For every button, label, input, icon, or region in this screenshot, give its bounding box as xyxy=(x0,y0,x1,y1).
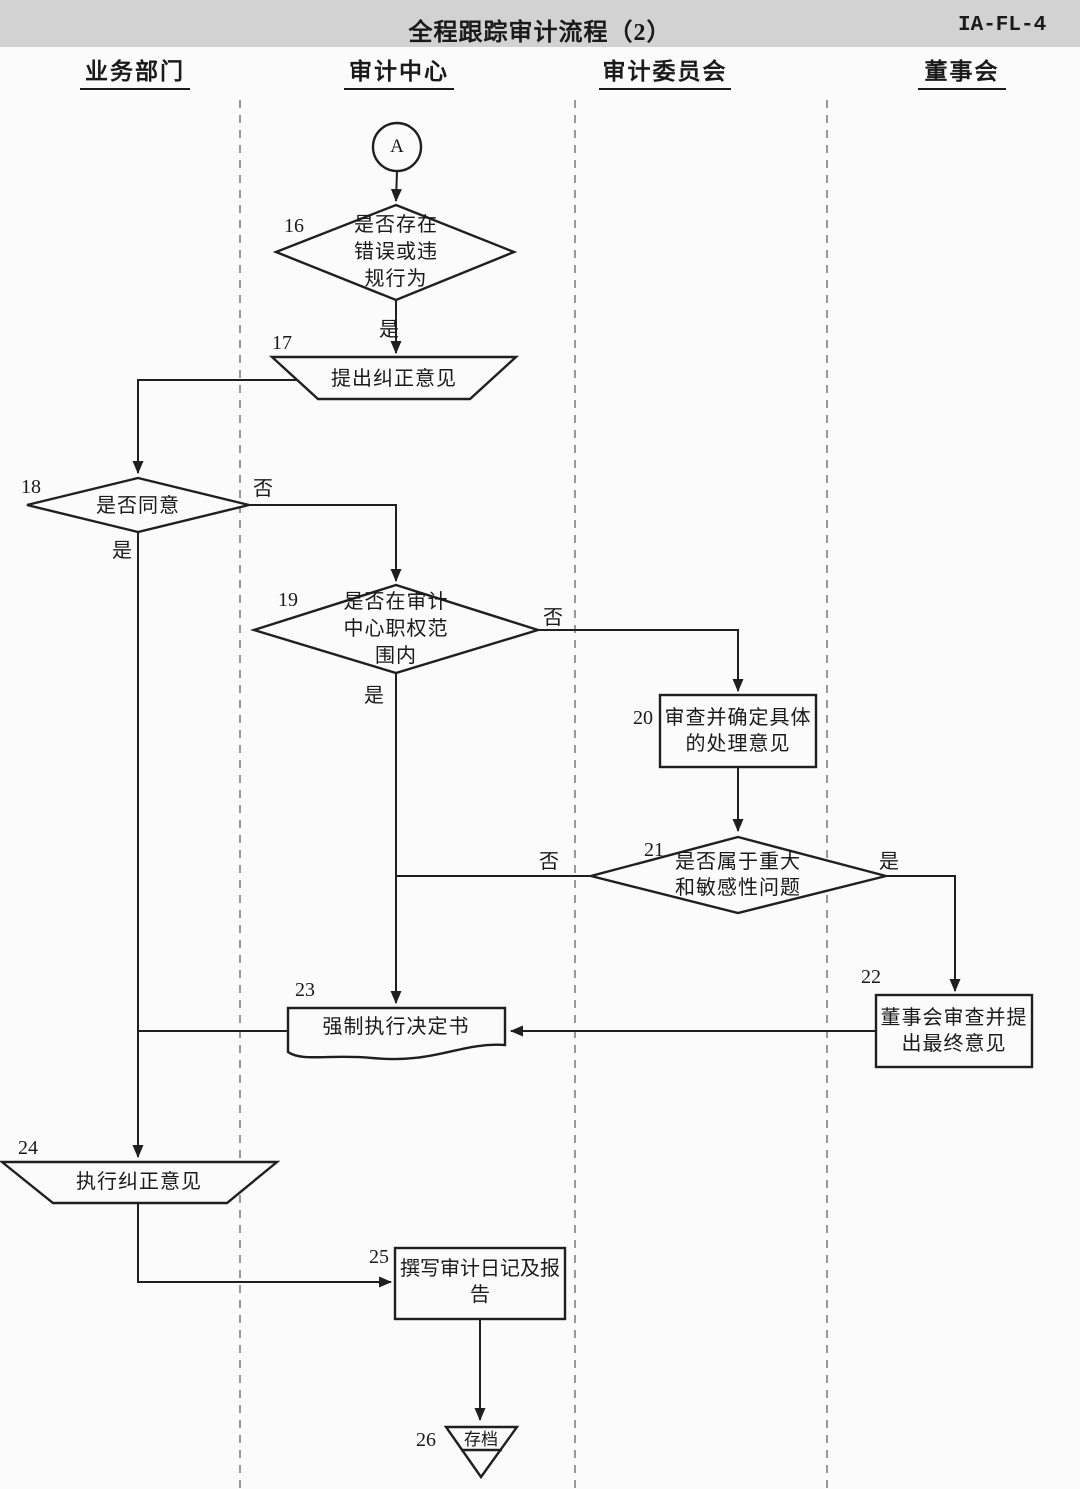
node-21-number: 21 xyxy=(644,839,664,861)
decision-16-shape xyxy=(272,203,518,302)
node-25-label: 撰写审计日记及报告 xyxy=(400,1258,560,1306)
node-20-number: 20 xyxy=(633,707,653,729)
node-17-number: 17 xyxy=(272,332,292,354)
document-23-shape xyxy=(286,1006,507,1061)
connector-a-circle xyxy=(371,121,423,173)
flow-18-no-to-19 xyxy=(249,504,402,582)
node-24-label: 执行纠正意见 xyxy=(76,1171,202,1193)
flow-a-to-16 xyxy=(390,170,402,202)
node-20-label: 审查并确定具体的处理意见 xyxy=(664,707,812,755)
node-25-number: 25 xyxy=(369,1246,389,1268)
node-24-number: 24 xyxy=(18,1137,38,1159)
node-18-label: 是否同意 xyxy=(96,495,180,517)
connector-a-label: A xyxy=(390,136,404,157)
decision-18-shape xyxy=(26,476,250,534)
decision-21-shape xyxy=(586,835,887,915)
decision-19-shape xyxy=(249,583,543,675)
page-title: 全程跟踪审计流程（2） xyxy=(408,20,672,46)
node-16-number: 16 xyxy=(284,215,304,237)
node-19-number: 19 xyxy=(278,589,298,611)
archive-26-shape xyxy=(443,1425,520,1480)
flow-19-no-to-20 xyxy=(538,629,744,692)
edge-label-18-yes: 是 xyxy=(112,540,132,562)
node-23-number: 23 xyxy=(295,979,315,1001)
edge-label-16-yes: 是 xyxy=(379,319,399,341)
edge-label-21-yes: 是 xyxy=(879,851,899,873)
manual-24-shape xyxy=(0,1160,281,1205)
lane-header-business-dept: 业务部门 xyxy=(80,52,190,90)
node-19-label: 是否在审计中心职权范围内 xyxy=(343,591,449,667)
edge-label-21-no: 否 xyxy=(539,851,559,873)
node-22-label: 董事会审查并提出最终意见 xyxy=(880,1007,1028,1055)
node-22-number: 22 xyxy=(861,966,881,988)
edge-label-19-yes: 是 xyxy=(364,685,384,707)
flow-17-to-18 xyxy=(132,379,297,474)
lane-header-board: 董事会 xyxy=(918,52,1006,90)
flow-21-yes-to-22 xyxy=(886,875,961,992)
edge-label-19-no: 否 xyxy=(543,607,563,629)
manual-17-shape xyxy=(268,355,520,401)
edge-label-18-no: 否 xyxy=(253,478,273,500)
node-21-label: 是否属于重大和敏感性问题 xyxy=(675,851,801,899)
flow-24-to-25 xyxy=(137,1203,392,1288)
process-25-shape xyxy=(393,1246,567,1321)
node-26-label: 存档 xyxy=(464,1430,498,1449)
node-23-label: 强制执行决定书 xyxy=(322,1016,470,1038)
node-18-number: 18 xyxy=(21,476,41,498)
node-26-number: 26 xyxy=(416,1429,436,1451)
lane-header-audit-center: 审计中心 xyxy=(344,52,454,90)
header-bar xyxy=(0,0,1080,47)
process-22-shape xyxy=(874,993,1034,1069)
lane-header-audit-committee: 审计委员会 xyxy=(599,52,731,90)
node-16-label: 是否存在错误或违规行为 xyxy=(354,214,438,290)
node-17-label: 提出纠正意见 xyxy=(331,368,457,390)
document-id: IA-FL-4 xyxy=(958,14,1047,37)
process-20-shape xyxy=(658,693,818,769)
